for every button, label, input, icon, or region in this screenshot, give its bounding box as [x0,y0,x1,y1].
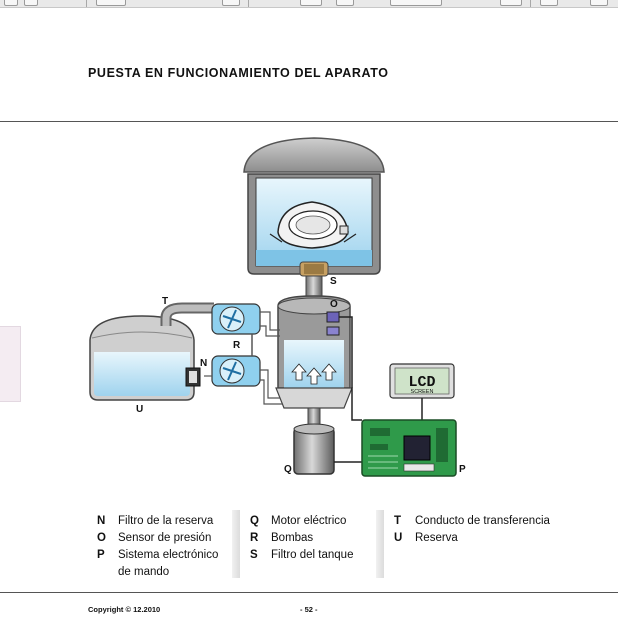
control-board [361,419,457,477]
label-q: Q [284,464,292,475]
label-s: S [330,276,337,287]
pipes [204,311,282,405]
lcd-sub-text: SCREEN [411,389,434,395]
central-tank [275,295,353,409]
electric-motor [293,407,335,475]
label-t: T [162,296,168,307]
toolbar-button-7[interactable] [500,0,522,6]
label-n: N [200,358,207,369]
label-o: O [330,299,338,310]
toolbar-separator [530,0,531,7]
legend-divider [232,510,240,578]
watch-icon [269,201,357,249]
legend-divider [376,510,384,578]
toolbar-button-1[interactable] [4,0,18,6]
pump-upper [211,303,261,335]
toolbar-button-3[interactable] [96,0,126,6]
transfer-conduit [160,302,214,326]
footer-copyright: Copyright © 12.2010 [88,605,161,614]
label-u: U [136,404,143,415]
page-title: PUESTA EN FUNCIONAMIENTO DEL APARATO [88,66,389,80]
legend-item-continuation: de mando [118,566,170,578]
toolbar-button-6[interactable] [336,0,354,6]
toolbar-button-2[interactable] [24,0,38,6]
label-p: P [459,464,466,475]
toolbar-button-4[interactable] [222,0,240,6]
reservoir [89,315,195,401]
toolbar-zoom-field[interactable] [390,0,442,6]
lcd-main-text: LCD [408,374,435,391]
signal-wires [334,316,362,463]
label-r: R [233,340,241,351]
footer-divider [0,592,618,593]
toolbar [0,0,618,8]
pump-lower [211,355,261,387]
cleaning-chamber [243,137,385,275]
toolbar-button-9[interactable] [590,0,608,6]
toolbar-separator [86,0,87,7]
side-tab[interactable] [0,326,21,402]
header-divider [0,121,618,122]
toolbar-button-5[interactable] [300,0,322,6]
toolbar-separator [248,0,249,7]
lcd-screen: LCD SCREEN [389,363,455,399]
page-number: - 52 - [300,605,318,614]
toolbar-button-8[interactable] [540,0,558,6]
